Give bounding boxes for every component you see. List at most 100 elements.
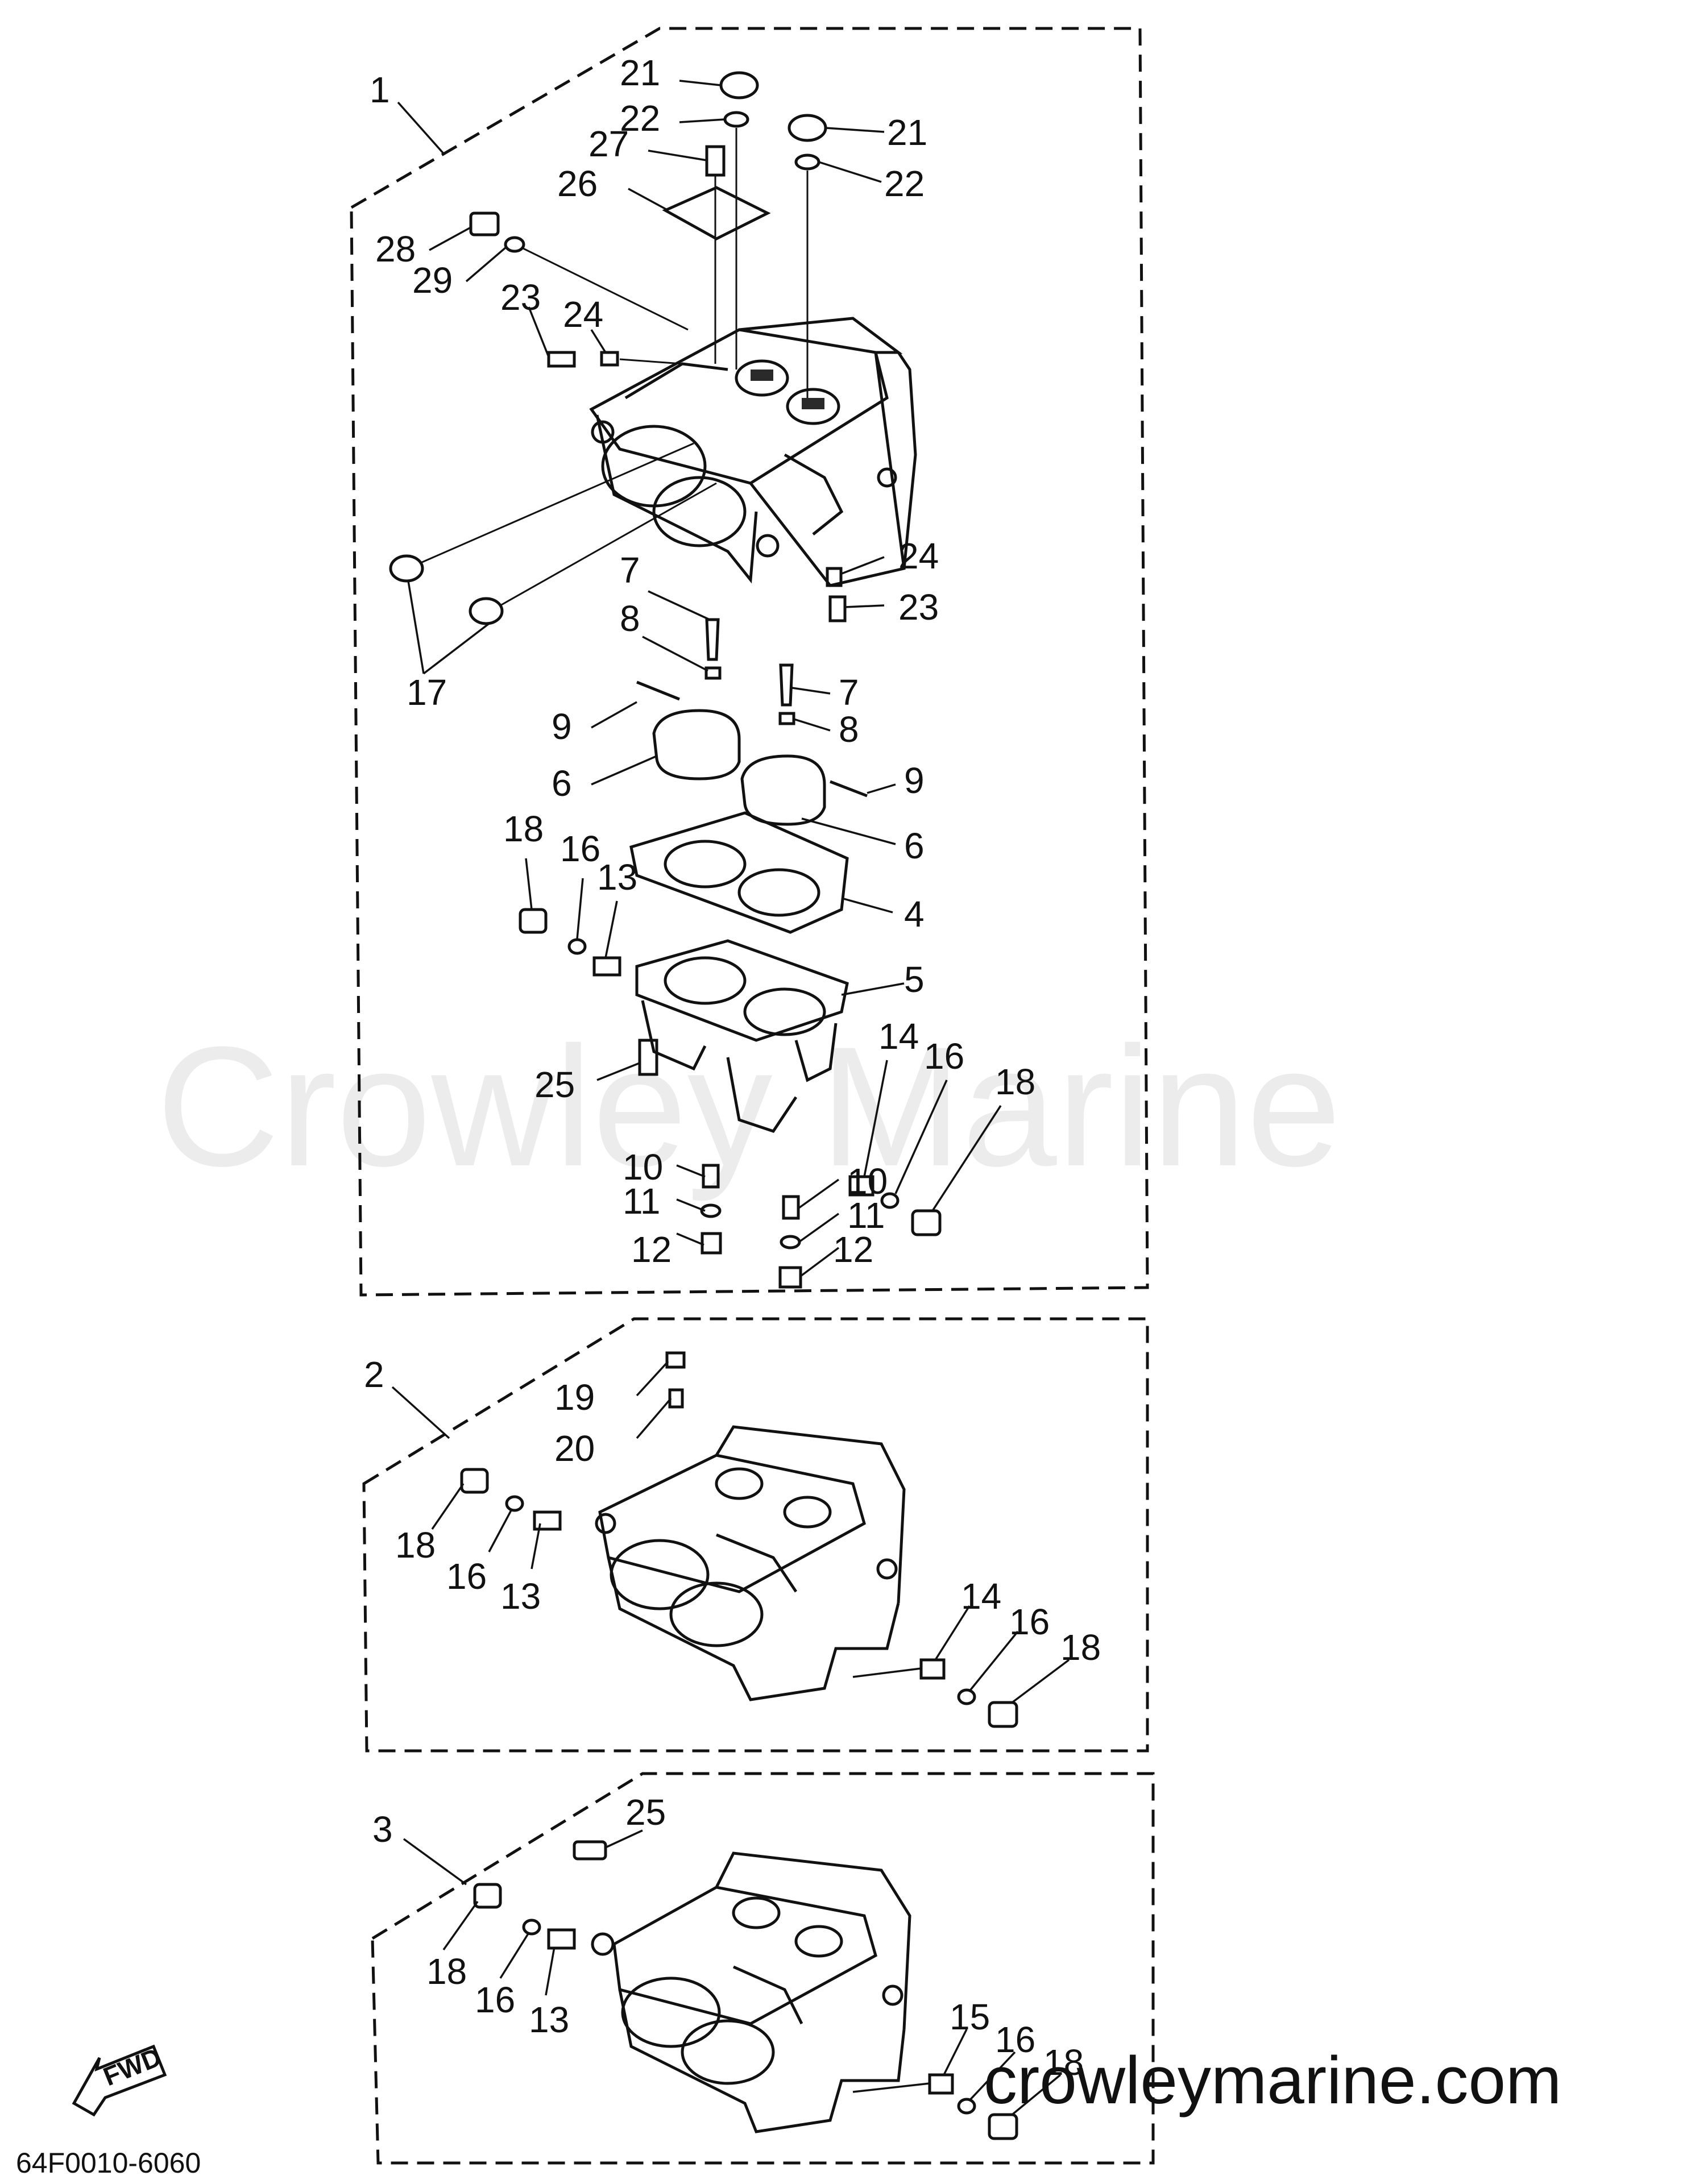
callout-18-p2-left: 18: [395, 1525, 436, 1566]
plate-26-drawing: [662, 186, 771, 240]
fwd-arrow-icon: FWD: [72, 2042, 167, 2117]
plug-18-left-drawing: [519, 908, 548, 934]
needle-7-right-drawing: [779, 663, 794, 707]
spring-24-right-drawing: [826, 567, 843, 587]
plug-18-p3-left-drawing: [473, 1883, 502, 1909]
plug-18-p2-left-drawing: [460, 1468, 489, 1494]
washer-16-left-drawing: [567, 938, 587, 955]
float-bowl-5-drawing: [635, 939, 849, 1133]
callout-9-right: 9: [904, 760, 925, 801]
assembly-panel-3: 3 25 18 16 13 15 16 18: [371, 1772, 1155, 2165]
gasket-22-right-drawing: [794, 153, 820, 171]
assembly-panel-1: 1 21 22 27 26 21 22 28 29 23 24 24 23 7 …: [350, 27, 1149, 1297]
panel-3-border: [371, 1772, 1155, 2165]
callout-13-p3: 13: [529, 1999, 569, 2040]
callout-10-right: 10: [847, 1161, 888, 1202]
plug-12-right-drawing: [778, 1266, 802, 1289]
callout-11-right: 11: [847, 1195, 885, 1236]
callout-22-left: 22: [620, 98, 660, 139]
plug-18-right-drawing: [911, 1209, 942, 1236]
gasket-22-left-drawing: [723, 111, 749, 128]
panel-1-ref-leader: [397, 101, 445, 155]
screw-14-drawing: [848, 1175, 874, 1197]
float-6-left-drawing: [652, 709, 741, 780]
watermark-text: Crowley Marine: [156, 1011, 1341, 1203]
callout-24-right: 24: [898, 535, 939, 576]
callout-6-right: 6: [904, 825, 925, 866]
callout-25-p3: 25: [625, 1792, 666, 1833]
screw-23-right-drawing: [828, 595, 847, 622]
screw-13-p3-drawing: [547, 1928, 576, 1950]
callout-13: 13: [597, 857, 637, 898]
screw-23-left-drawing: [547, 351, 576, 368]
callout-2: 2: [364, 1354, 384, 1395]
diagram-code: 64F0010-6060: [16, 2147, 201, 2179]
callout-21-right: 21: [887, 112, 927, 153]
screw-17-b-drawing: [469, 597, 504, 625]
website-text: crowleymarine.com: [984, 2043, 1561, 2118]
callout-18-p2-right: 18: [1060, 1627, 1101, 1668]
seat-8-right-drawing: [778, 712, 795, 725]
callout-4: 4: [904, 894, 925, 935]
carburetor-assembly-2-drawing: [595, 1425, 906, 1701]
washer-16-right-drawing: [880, 1192, 900, 1209]
gasket-4-drawing: [629, 811, 849, 934]
fwd-label: FWD: [99, 2042, 165, 2091]
callout-18-right: 18: [995, 1061, 1035, 1102]
callout-24-left: 24: [563, 294, 603, 335]
assembly-panel-2: 2 19 20 18 16 13 14 16 18: [362, 1317, 1149, 1753]
callout-16-p2-left: 16: [446, 1556, 487, 1597]
seat-8-left-drawing: [704, 666, 722, 680]
screw-13-p2-drawing: [533, 1510, 562, 1531]
screw-27-drawing: [705, 145, 726, 177]
callout-14-p2: 14: [961, 1576, 1001, 1617]
callout-8-right: 8: [839, 709, 859, 750]
callout-12-right: 12: [833, 1229, 873, 1270]
plug-18-p3-right-drawing: [988, 2113, 1018, 2140]
screw-25-drawing: [638, 1039, 658, 1076]
screw-19-drawing: [665, 1351, 686, 1369]
callout-23-left: 23: [500, 277, 541, 318]
washer-16-p2-left-drawing: [505, 1495, 524, 1512]
screw-13-drawing: [592, 956, 621, 977]
callout-13-p2: 13: [500, 1576, 541, 1617]
callout-16-right: 16: [924, 1036, 964, 1077]
washer-16-p2-right-drawing: [957, 1688, 976, 1705]
callout-20: 20: [554, 1428, 595, 1469]
washer-16-p3-left-drawing: [522, 1919, 541, 1936]
panel-1-border: [350, 27, 1149, 1297]
callout-1: 1: [370, 69, 390, 110]
callout-25: 25: [534, 1064, 575, 1105]
callout-17: 17: [407, 672, 447, 713]
callout-22-right: 22: [884, 163, 925, 204]
screw-14-p2-drawing: [919, 1658, 946, 1680]
callout-29: 29: [412, 260, 453, 301]
carburetor-assembly-3-drawing: [591, 1851, 911, 2133]
cap-21-left-drawing: [719, 71, 759, 99]
cap-21-right-drawing: [788, 114, 827, 142]
carburetor-upper-body-drawing: [589, 317, 917, 587]
callout-3: 3: [372, 1809, 393, 1850]
panel-2-leaders: [431, 1360, 1070, 1704]
spring-20-drawing: [668, 1388, 684, 1409]
callout-5: 5: [904, 959, 925, 1000]
screw-15-drawing: [928, 2073, 954, 2095]
callout-19: 19: [554, 1377, 595, 1418]
callout-12-left: 12: [631, 1229, 672, 1270]
callout-7-left: 7: [620, 550, 640, 591]
callout-16-p2-right: 16: [1009, 1601, 1050, 1642]
callout-18-left: 18: [503, 808, 544, 849]
panel-2-border: [362, 1317, 1149, 1753]
panel-1-leaders: [407, 80, 1002, 1277]
fitting-28-drawing: [469, 211, 500, 236]
callout-18-p3-right: 18: [1043, 2042, 1084, 2083]
washer-11-right-drawing: [780, 1235, 801, 1249]
washer-11-left-drawing: [700, 1203, 722, 1218]
callout-11-left: 11: [623, 1181, 660, 1222]
plug-18-p2-right-drawing: [988, 1701, 1018, 1728]
panel-3-leaders: [442, 1829, 1062, 2116]
callout-27: 27: [588, 123, 629, 164]
washer-16-p3-right-drawing: [957, 2098, 976, 2115]
callout-23-right: 23: [898, 587, 939, 628]
